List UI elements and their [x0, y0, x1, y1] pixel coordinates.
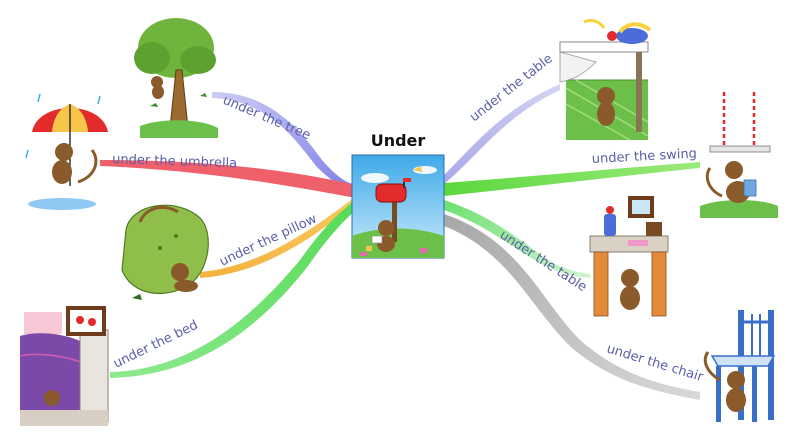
- center-title: Under: [371, 131, 426, 150]
- umbrella-monkey-illustration: [25, 93, 108, 210]
- branch-label-chair: under the chair: [605, 341, 706, 385]
- swing-monkey-illustration: [700, 92, 778, 218]
- branch-label-swing: under the swing: [591, 147, 697, 167]
- branch-connectors: [100, 84, 700, 400]
- branch-label-bed: under the bed: [111, 318, 200, 372]
- branch-desk-line: [444, 200, 590, 278]
- branch-tree-line: [212, 92, 356, 190]
- tree-monkey-illustration: [134, 18, 218, 138]
- branch-label-tree: under the tree: [220, 93, 312, 143]
- desk-monkey-illustration: [589, 196, 669, 317]
- center-node: Under: [351, 131, 445, 259]
- branch-table-line: [444, 84, 560, 184]
- branch-umbrella-line: [100, 160, 356, 198]
- branch-label-umbrella: under the umbrella: [112, 152, 238, 171]
- branch-chair-line: [444, 214, 700, 400]
- mailbox-monkey-illustration: [351, 154, 445, 259]
- table-fruit-monkey-illustration: [559, 18, 652, 141]
- pillow-monkey-illustration: [121, 204, 209, 300]
- bed-monkey-illustration: [19, 306, 109, 426]
- branch-swing-line: [444, 162, 700, 196]
- chair-monkey-illustration: [703, 310, 776, 422]
